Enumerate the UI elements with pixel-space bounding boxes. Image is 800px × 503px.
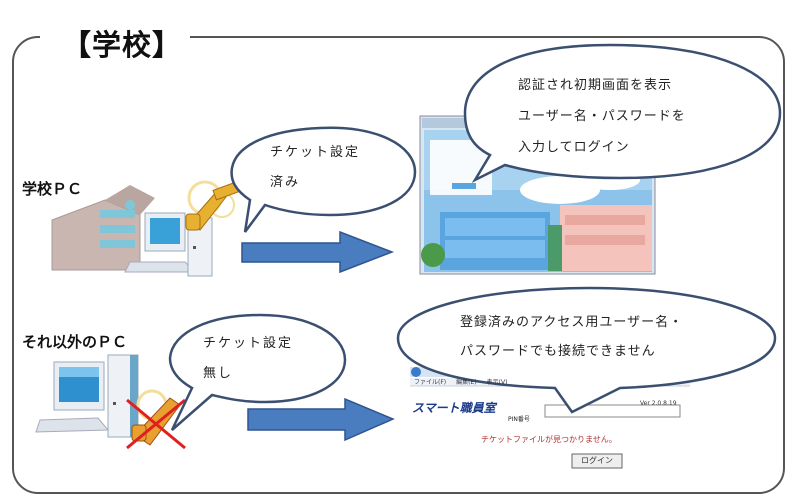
- authenticated-line-1: 認証され初期画面を表示: [518, 78, 673, 93]
- version-label: Ver 2.0.8.19: [640, 400, 677, 407]
- key-icon: [185, 180, 240, 231]
- school-pc-icon: [124, 212, 213, 277]
- menu-bar: ファイル(F) 編集(E) 表示(V): [414, 377, 507, 386]
- ticket-set-text: チケット設定 済み: [270, 138, 360, 198]
- cross-mark-icon: [126, 398, 186, 450]
- ticket-set-line-2: 済み: [270, 175, 301, 190]
- menu-edit[interactable]: 編集(E): [456, 379, 477, 386]
- other-pc-label: それ以外のＰＣ: [22, 333, 128, 351]
- speech-bubble-ticket-none: [168, 313, 347, 431]
- error-message: チケットファイルが見つかりません。: [481, 435, 617, 444]
- app-logo: スマート職員室: [412, 401, 496, 415]
- pin-input[interactable]: [548, 414, 676, 423]
- ticket-none-line-1: チケット設定: [203, 336, 294, 351]
- cannot-connect-text: 登録済みのアクセス用ユーザー名・ パスワードでも接続できません: [460, 308, 683, 366]
- cannot-connect-line-2: パスワードでも接続できません: [460, 344, 656, 359]
- cannot-connect-line-1: 登録済みのアクセス用ユーザー名・: [460, 315, 684, 330]
- speech-bubble-ticket-set: [230, 126, 417, 233]
- authenticated-text: 認証され初期画面を表示 ユーザー名・パスワードを 入力してログイン: [518, 70, 686, 163]
- ticket-none-line-2: 無し: [203, 366, 234, 381]
- authenticated-line-2: ユーザー名・パスワードを: [518, 109, 686, 124]
- pin-label: PIN番号: [508, 416, 530, 423]
- school-building-icon: [51, 185, 155, 271]
- arrow-right-2: [247, 397, 395, 442]
- section-title: 【学校】: [62, 28, 183, 62]
- arrow-right-1: [241, 230, 395, 274]
- ticket-set-line-1: チケット設定: [270, 145, 361, 160]
- speech-bubble-cannot-connect: [396, 286, 777, 414]
- ticket-none-text: チケット設定 無し: [203, 329, 293, 389]
- other-pc-icon: [35, 354, 139, 438]
- school-pc-label: 学校ＰＣ: [22, 180, 83, 198]
- title-mask: [40, 20, 190, 60]
- speech-bubble-authenticated: [463, 43, 782, 184]
- menu-file[interactable]: ファイル(F): [414, 379, 447, 386]
- authenticated-line-3: 入力してログイン: [518, 140, 630, 155]
- menu-view[interactable]: 表示(V): [486, 379, 508, 386]
- login-button[interactable]: ログイン: [581, 456, 613, 465]
- school-section-frame: [12, 36, 785, 494]
